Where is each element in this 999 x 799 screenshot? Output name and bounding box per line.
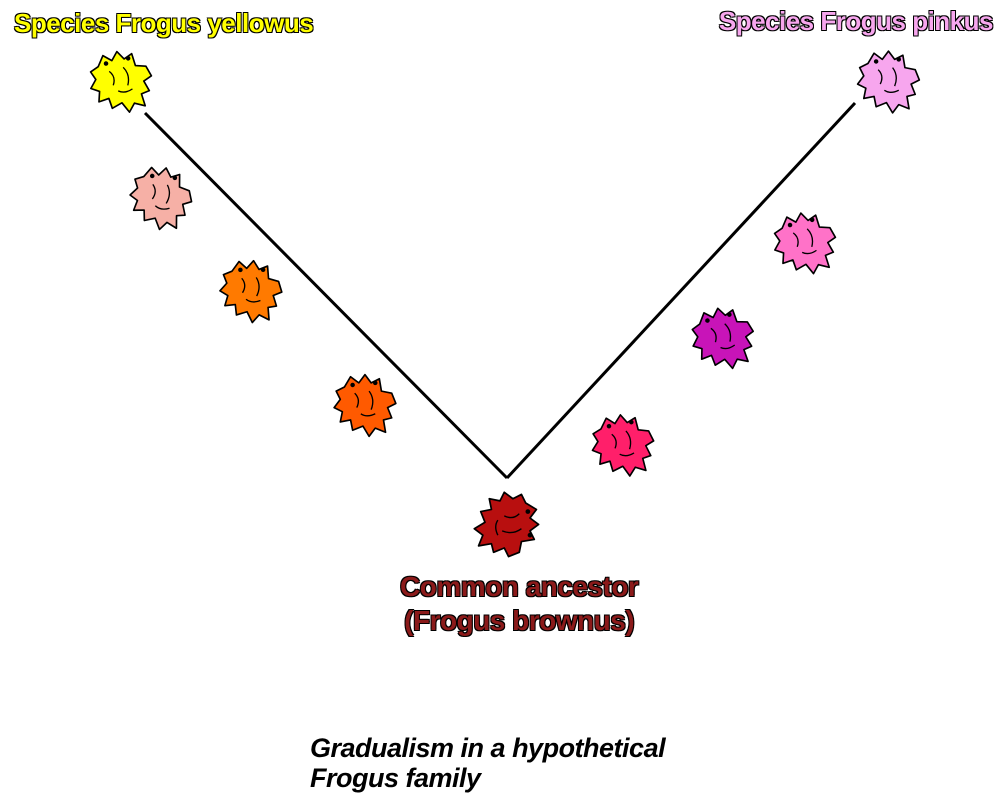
common-ancestor-label: Common ancestor (Frogus brownus)	[400, 570, 638, 638]
frog-left-1-icon	[125, 163, 196, 234]
species-pinkus-label: Species Frogus pinkus	[719, 6, 993, 37]
frog-left-2-icon	[217, 258, 284, 325]
frog-left-3-icon	[334, 375, 396, 437]
frog-pinkus-icon	[858, 51, 920, 113]
caption-line1: Gradualism in a hypothetical	[310, 733, 665, 763]
branch-left	[145, 113, 507, 478]
diagram-caption: Gradualism in a hypothetical Frogus fami…	[310, 733, 665, 793]
common-ancestor-line1: Common ancestor	[400, 570, 638, 604]
common-ancestor-line2: (Frogus brownus)	[400, 604, 638, 638]
frog-right-1-icon	[590, 412, 657, 479]
frog-yellowus-icon	[86, 47, 156, 117]
frog-ancestor-icon	[474, 492, 538, 556]
caption-line2: Frogus family	[310, 763, 665, 793]
species-yellowus-label: Species Frogus yellowus	[14, 8, 313, 39]
frog-right-3-icon	[770, 209, 840, 279]
branch-right	[507, 103, 855, 478]
frog-right-2-icon	[687, 303, 758, 374]
